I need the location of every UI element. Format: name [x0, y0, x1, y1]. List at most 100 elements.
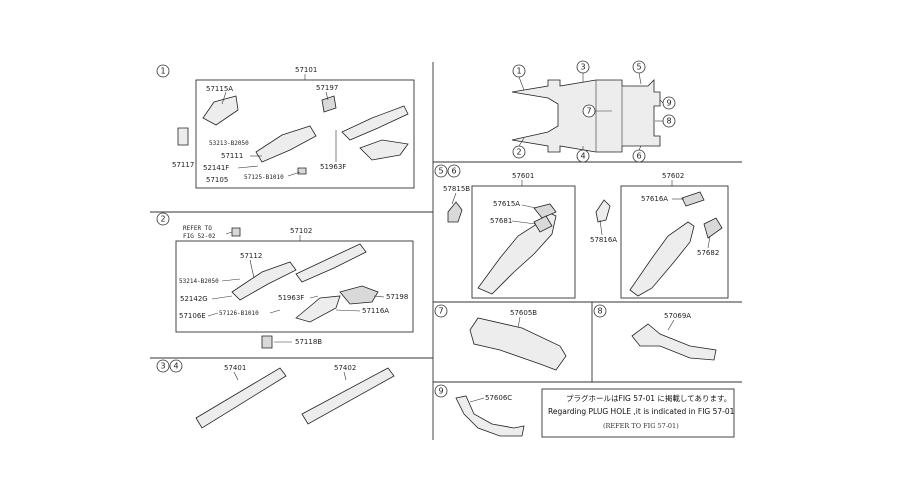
part-label-52142G: 52142G	[180, 295, 208, 303]
part-refer-bracket-drawing	[231, 227, 241, 237]
section-marker-2: 2	[156, 212, 170, 226]
section-8-number: 8	[597, 307, 602, 316]
part-label-53214-B2050: 53214-B2050	[179, 278, 219, 285]
part-label-57601: 57601	[512, 172, 534, 180]
part-label-57118B: 57118B	[295, 338, 322, 346]
part-label-57605B: 57605B	[510, 309, 537, 317]
section-7: 57605B	[469, 309, 567, 371]
section-3-number: 3	[160, 362, 165, 371]
svg-text:7: 7	[586, 107, 591, 116]
part-57102-rail-drawing	[295, 243, 367, 283]
part-57601-drawing	[477, 211, 557, 295]
plug-hole-note: プラグホールはFIG 57-01 に掲載してあります。 Regarding PL…	[541, 388, 735, 438]
part-label-57106E: 57106E	[179, 312, 206, 320]
part-label-57615A: 57615A	[493, 200, 520, 208]
part-label-57602: 57602	[662, 172, 684, 180]
part-57069A-drawing	[631, 323, 717, 361]
part-57117-drawing	[177, 127, 189, 146]
part-57115A-drawing	[202, 95, 239, 126]
part-57681-drawing	[533, 215, 553, 233]
part-57197-drawing	[321, 95, 337, 113]
section-marker-9: 9	[434, 384, 448, 398]
part-57118B-drawing	[261, 335, 273, 349]
svg-text:1: 1	[516, 67, 521, 76]
part-57615A-drawing	[533, 203, 557, 219]
svg-text:9: 9	[666, 99, 671, 108]
section-marker-4: 4	[169, 359, 183, 373]
part-57815B-drawing	[447, 201, 463, 223]
key-marker-8: 8	[662, 114, 676, 128]
key-marker-2: 2	[512, 145, 526, 159]
part-label-57816A: 57816A	[590, 236, 617, 244]
part-label-53213-B2050: 53213-B2050	[209, 140, 249, 147]
key-marker-7: 7	[582, 104, 596, 118]
part-57116A-drawing	[295, 295, 341, 323]
section-marker-8: 8	[593, 304, 607, 318]
refer-note-line2: FIG 52-02	[183, 233, 216, 240]
part-label-57116A: 57116A	[362, 307, 389, 315]
key-marker-1: 1	[512, 64, 526, 78]
section-5-number: 5	[438, 167, 443, 176]
part-57682-drawing	[703, 217, 723, 239]
section-1-number: 1	[160, 67, 165, 76]
part-label-51963F-b: 51963F	[278, 294, 304, 302]
part-57198-drawing	[339, 285, 379, 305]
plug-hole-note-box	[541, 388, 735, 438]
key-marker-4: 4	[576, 149, 590, 163]
section-8: 57069A	[631, 312, 717, 361]
part-label-57111: 57111	[221, 152, 243, 160]
part-label-57616A: 57616A	[641, 195, 668, 203]
part-label-57198: 57198	[386, 293, 408, 301]
svg-text:3: 3	[580, 63, 585, 72]
part-51963F-drawing	[297, 167, 307, 175]
key-marker-6: 6	[632, 149, 646, 163]
part-label-57606C: 57606C	[485, 394, 512, 402]
section-6-number: 6	[451, 167, 456, 176]
section-3-4: 57401 57402	[195, 364, 395, 429]
section-5-6-frame-left	[471, 185, 576, 299]
section-2-number: 2	[160, 215, 165, 224]
part-label-51963F-a: 51963F	[320, 163, 346, 171]
part-57616A-drawing	[681, 191, 705, 207]
part-label-57115A: 57115A	[206, 85, 233, 93]
part-57111-drawing	[255, 125, 317, 163]
part-57605B-drawing	[469, 317, 567, 371]
svg-text:8: 8	[666, 117, 671, 126]
section-marker-7: 7	[434, 304, 448, 318]
section-7-number: 7	[438, 307, 443, 316]
part-57816A-drawing	[595, 199, 611, 223]
section-9: 57606C	[455, 394, 525, 437]
section-marker-1: 1	[156, 64, 170, 78]
svg-text:2: 2	[516, 148, 521, 157]
section-2-frame	[175, 240, 414, 333]
part-label-57126-B1010: 57126-B1010	[219, 310, 259, 317]
section-4-number: 4	[173, 362, 178, 371]
section-2: 57102 REFER TO FIG 52-02 57112 53214-B20…	[175, 225, 414, 349]
part-label-57112: 57112	[240, 252, 262, 260]
part-bracket-drawing	[359, 139, 409, 161]
part-label-57101: 57101	[295, 66, 317, 74]
svg-text:6: 6	[636, 152, 641, 161]
part-57606C-drawing	[455, 395, 525, 437]
part-label-57125-B1010: 57125-B1010	[244, 174, 284, 181]
key-marker-3: 3	[576, 60, 590, 74]
section-5-6-frame-right	[620, 185, 729, 299]
part-label-57681: 57681	[490, 217, 512, 225]
part-57112-drawing	[231, 261, 297, 301]
key-marker-9: 9	[662, 96, 676, 110]
part-57402-drawing	[301, 367, 395, 425]
part-label-57102: 57102	[290, 227, 312, 235]
part-label-52141F: 52141F	[203, 164, 229, 172]
part-label-57197: 57197	[316, 84, 338, 92]
part-label-57401: 57401	[224, 364, 246, 372]
part-label-57815B: 57815B	[443, 185, 470, 193]
part-label-57105: 57105	[206, 176, 228, 184]
section-1: 57101 57115A 57197 57117 53213-B2050 571…	[172, 66, 415, 189]
section-marker-6: 6	[447, 164, 461, 178]
part-57401-drawing	[195, 367, 287, 429]
section-marker-3: 3	[156, 359, 170, 373]
part-57602-drawing	[629, 221, 695, 297]
key-map: 1 2 3 4 5 6 7	[511, 60, 676, 163]
svg-text:4: 4	[580, 152, 585, 161]
